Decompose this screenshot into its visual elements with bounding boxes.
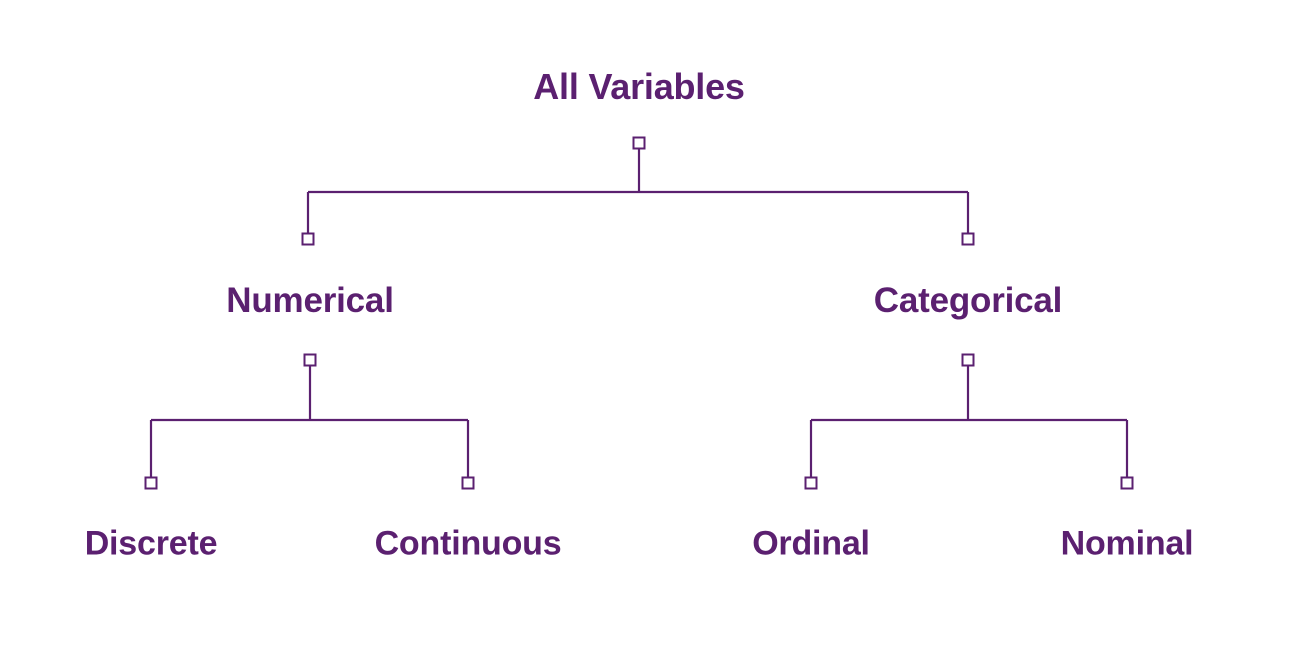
node-marker-numerical: [301, 232, 315, 246]
node-marker-all-variables: [632, 136, 646, 150]
node-label-nominal: Nominal: [1060, 524, 1194, 563]
node-marker-discrete: [144, 476, 158, 490]
node-label-numerical: Numerical: [226, 281, 394, 320]
node-label-continuous: Continuous: [374, 524, 562, 563]
node-marker-nominal: [1120, 476, 1134, 490]
node-marker-ordinal: [804, 476, 818, 490]
node-label-categorical: Categorical: [873, 281, 1063, 320]
node-marker-categorical-children: [961, 353, 975, 367]
node-label-all-variables: All Variables: [533, 66, 745, 107]
node-marker-numerical-children: [303, 353, 317, 367]
node-label-discrete: Discrete: [84, 524, 218, 563]
node-marker-categorical: [961, 232, 975, 246]
node-label-ordinal: Ordinal: [752, 524, 870, 563]
node-marker-continuous: [461, 476, 475, 490]
